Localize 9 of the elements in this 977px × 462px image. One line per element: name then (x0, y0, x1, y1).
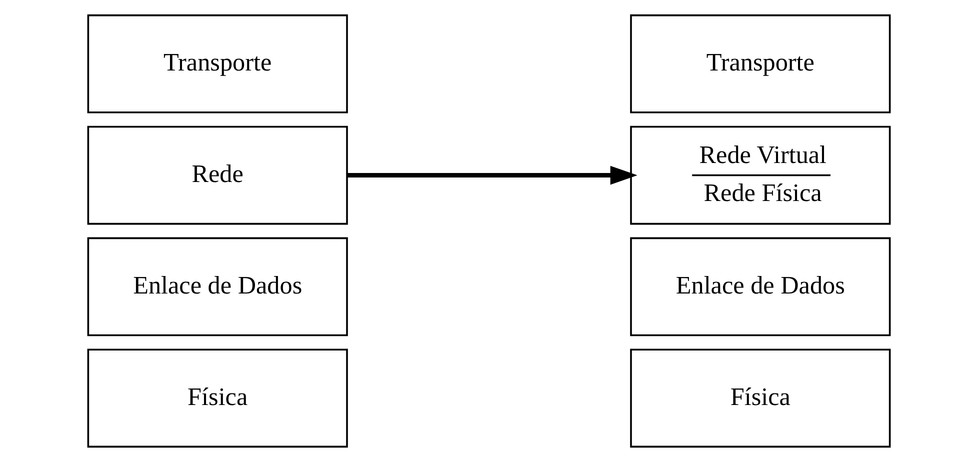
node-box: Transporte (630, 14, 890, 114)
node-box: Enlace de Dados (630, 237, 890, 336)
node-box: Rede Virtual Rede Física (630, 126, 890, 225)
node-box: Física (630, 348, 890, 448)
node-box: Rede (86, 126, 348, 225)
node-box: Transporte (86, 14, 348, 114)
node-box: Enlace de Dados (86, 237, 348, 336)
node-box: Física (86, 348, 348, 448)
arrow (346, 166, 637, 185)
